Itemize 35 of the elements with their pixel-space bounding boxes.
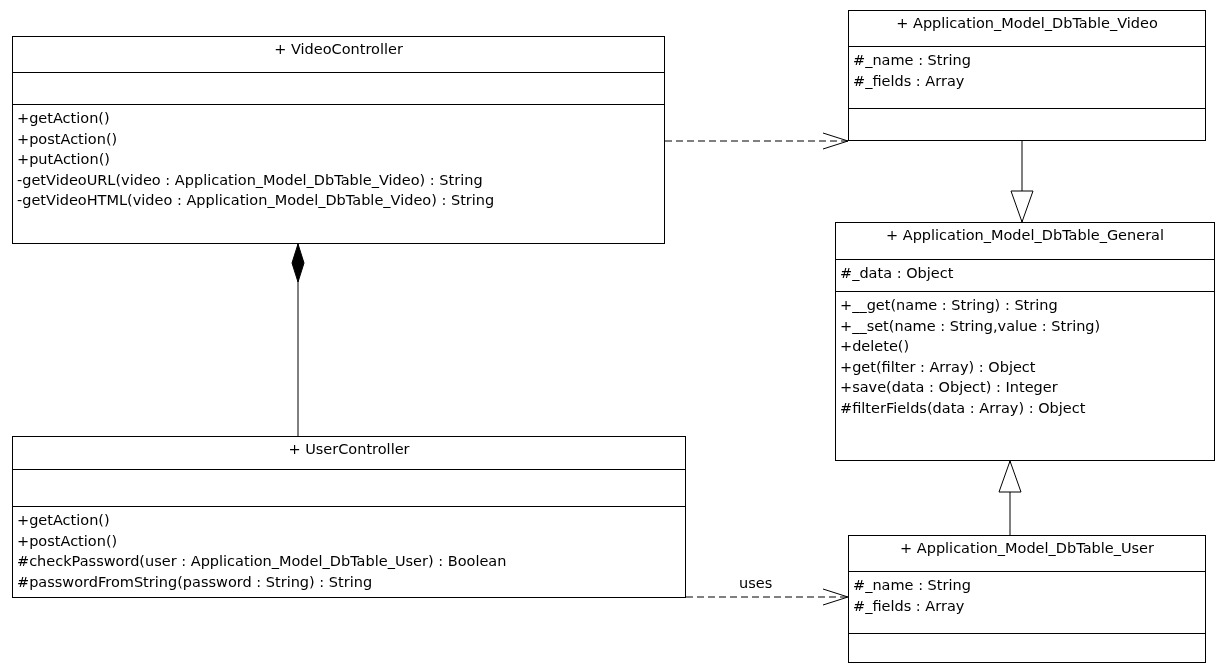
member-text: #checkPassword(user : Application_Model_DbTable_User) : Boolean [17, 552, 508, 571]
member-text: #_name : String [853, 576, 972, 595]
member-text: #_data : Object [840, 264, 955, 283]
member-text: -getVideoHTML(video : Application_Model_DbTable_Video) : String [17, 191, 496, 210]
member-text: +save(data : Object) : Integer [840, 378, 1059, 397]
member-text: +getAction() [17, 511, 111, 530]
member-text: +postAction() [17, 531, 119, 551]
member-text: #filterFields(data : Array) : Object [840, 398, 1087, 418]
class-box [848, 10, 1206, 141]
class-name: + Application_Model_DbTable_User [899, 539, 1155, 558]
member-text: +__set(name : String,value : String) [840, 316, 1102, 336]
class-name: + Application_Model_DbTable_General [884, 226, 1166, 245]
member-text: +delete() [840, 337, 911, 356]
composition-line [291, 243, 305, 437]
member-text: +__get(name : String) : String [840, 296, 1059, 315]
member-text: #_name : String [853, 51, 972, 70]
dependency-arrow [685, 588, 849, 606]
member-text: +putAction() [17, 150, 111, 169]
class-box [12, 436, 686, 598]
class-box [12, 36, 665, 244]
class-box [835, 222, 1215, 461]
member-text: +getAction() [17, 109, 111, 128]
class-box [848, 535, 1206, 663]
member-text: -getVideoURL(video : Application_Model_DbTable_Video) : String [17, 170, 484, 190]
member-text: #_fields : Array [853, 71, 966, 91]
class-name: + UserController [287, 440, 411, 459]
member-text: #_fields : Array [853, 596, 966, 616]
member-text: +postAction() [17, 129, 119, 149]
inheritance-arrow [998, 460, 1022, 536]
class-name: + Application_Model_DbTable_Video [895, 14, 1159, 33]
inheritance-arrow [1010, 140, 1034, 223]
class-name: + VideoController [273, 40, 404, 59]
member-text: #passwordFromString(password : String) : String [17, 572, 374, 592]
member-text: +get(filter : Array) : Object [840, 357, 1037, 377]
dependency-arrow [664, 132, 849, 150]
